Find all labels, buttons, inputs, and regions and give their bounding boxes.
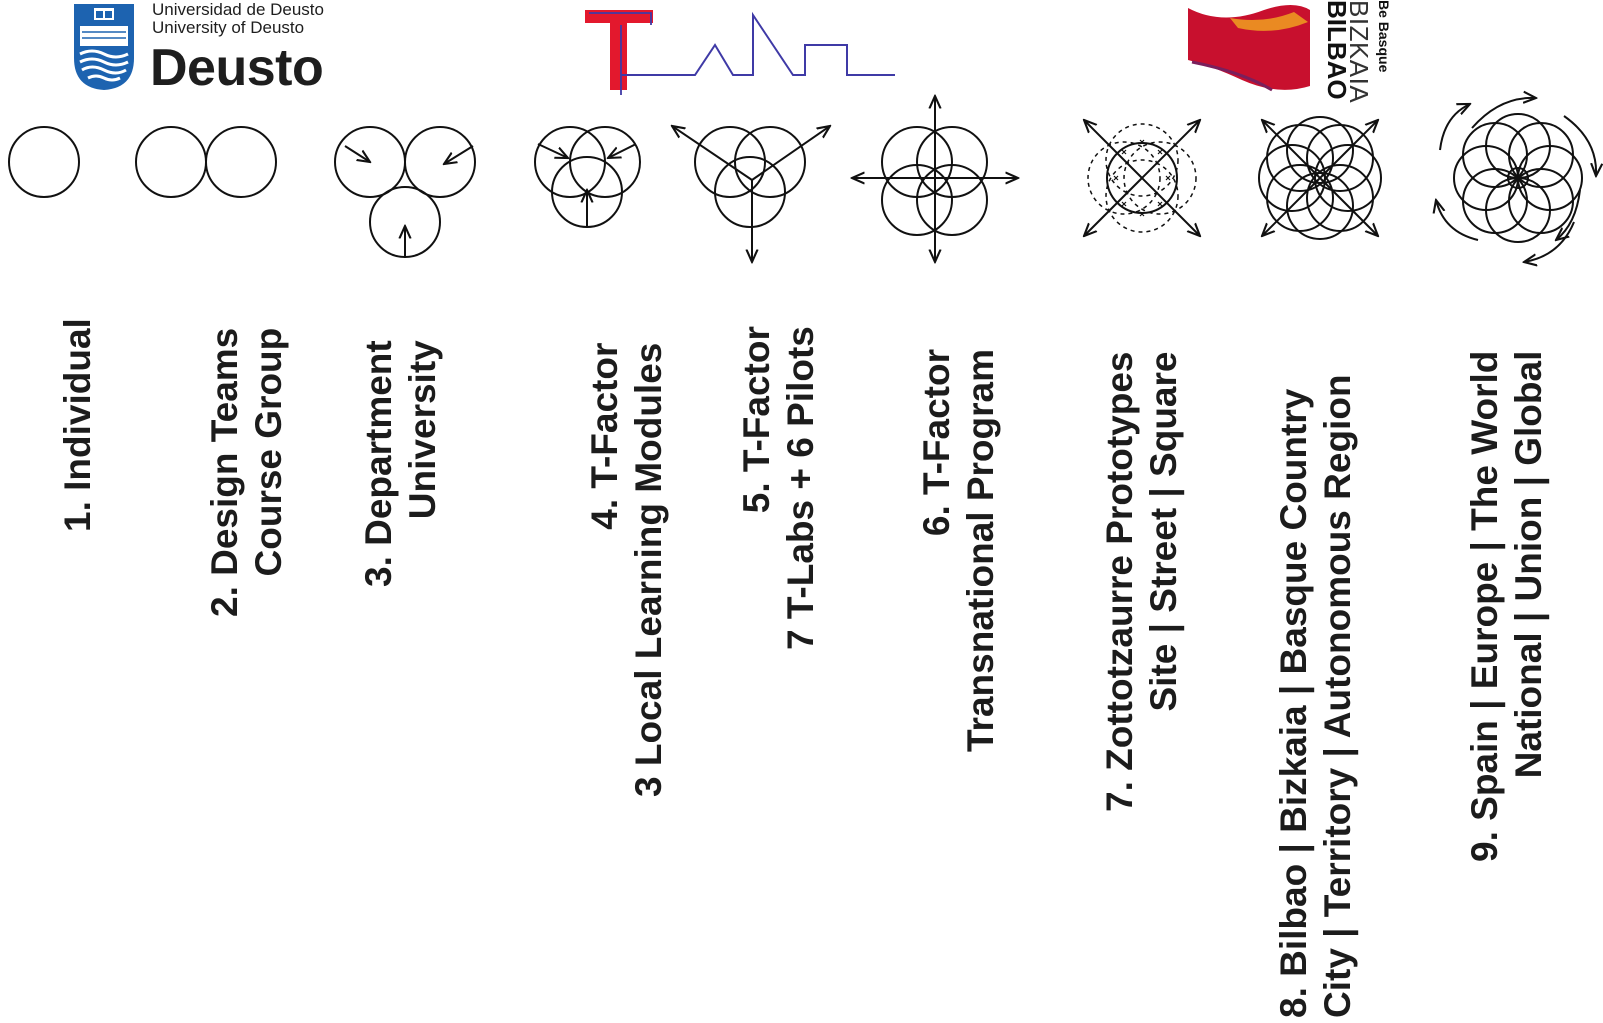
department-circles-icon: [334, 126, 476, 258]
level-6-line-2: Transnational Program: [960, 349, 1001, 752]
t-labs-pilots-icon: [672, 126, 830, 262]
deusto-spanish-name: Universidad de Deusto: [152, 0, 324, 19]
level-4-label: 4. T-Factor 3 Local Learning Modules: [583, 343, 671, 797]
bilbao-bizkaia-logo: BILBAO BIZKAIA Be Basque: [1182, 0, 1402, 103]
deusto-english-name: University of Deusto: [152, 18, 305, 37]
prototypes-site-icon: [1084, 120, 1200, 236]
region-rosette-icon: [1258, 116, 1382, 240]
level-8-label: 8. Bilbao | Bizkaia | Basque Country Cit…: [1272, 374, 1360, 1018]
level-2-line-1: 2. Design Teams: [204, 327, 245, 617]
local-learning-modules-icon: [534, 126, 641, 228]
level-5-label: 5. T-Factor 7 T-Labs + 6 Pilots: [735, 326, 823, 650]
level-8-line-2: City | Territory | Autonomous Region: [1317, 374, 1358, 1018]
deusto-logo: Universidad de Deusto University of Deus…: [70, 0, 370, 96]
level-3-line-2: University: [402, 340, 443, 520]
level-7-label: 7. Zottotzaurre Prototypes Site | Street…: [1098, 352, 1186, 813]
level-7-line-1: 7. Zottotzaurre Prototypes: [1099, 351, 1140, 813]
level-5-line-1: 5. T-Factor: [736, 326, 777, 514]
design-team-circles-icon: [135, 126, 277, 198]
level-4-line-2: 3 Local Learning Modules: [628, 342, 669, 797]
level-7-line-2: Site | Street | Square: [1143, 351, 1184, 712]
deusto-shield-icon: [74, 4, 134, 90]
level-9-label: 9. Spain | Europe | The World National |…: [1463, 351, 1551, 862]
level-2-label: 2. Design Teams Course Group: [203, 328, 291, 617]
level-3-label: 3. Department University: [357, 340, 445, 587]
bilbao-shape-icon: [1188, 5, 1310, 92]
level-9-line-1: 9. Spain | Europe | The World: [1464, 350, 1505, 862]
t-lab-logo: [585, 10, 895, 95]
deusto-wordmark: Deusto: [150, 39, 324, 97]
level-1-label: 1. Individual: [56, 318, 100, 532]
global-spiral-icon: [1436, 98, 1596, 262]
level-3-line-1: 3. Department: [358, 340, 399, 587]
level-2-line-2: Course Group: [248, 327, 289, 577]
individual-circle-icon: [8, 126, 80, 198]
level-9-line-2: National | Union | Global: [1508, 350, 1549, 779]
transnational-program-icon: [852, 96, 1018, 262]
level-6-line-1: 6. T-Factor: [916, 349, 957, 537]
level-4-line-1: 4. T-Factor: [584, 342, 625, 530]
level-6-label: 6. T-Factor Transnational Program: [915, 349, 1003, 752]
level-5-line-2: 7 T-Labs + 6 Pilots: [780, 326, 821, 650]
level-8-line-1: 8. Bilbao | Bizkaia | Basque Country: [1273, 388, 1314, 1018]
level-1-line-1: 1. Individual: [57, 318, 98, 532]
